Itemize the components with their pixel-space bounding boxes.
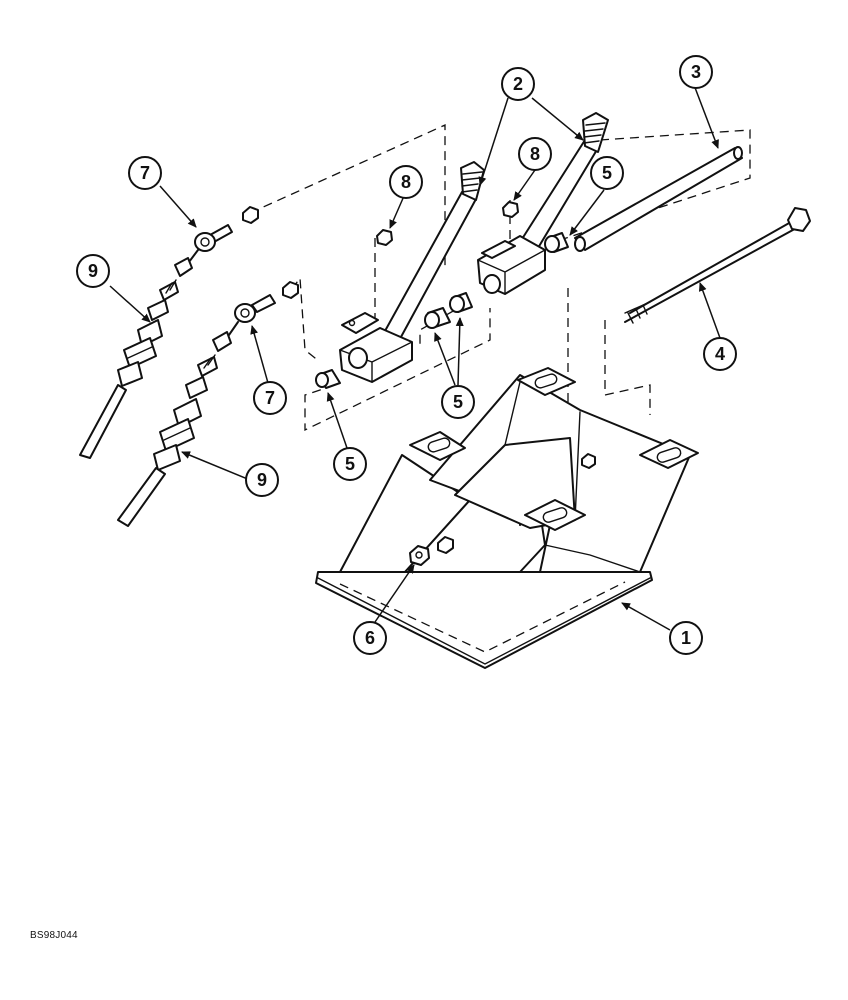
callout-7-lower: 7 [253,381,287,415]
callout-8-left: 8 [389,165,423,199]
callout-9-upper: 9 [76,254,110,288]
callout-1: 1 [669,621,703,655]
callout-label: 5 [602,163,612,183]
callout-5-center: 5 [441,385,475,419]
callout-2: 2 [501,67,535,101]
bushing [424,307,451,329]
nuts-8 [376,201,519,246]
cable-upper [79,206,259,459]
callout-label: 8 [401,172,411,192]
callout-label: 8 [530,144,540,164]
figure-code: BS98J044 [30,930,78,941]
callout-label: 3 [691,62,701,82]
callout-label: 1 [681,628,691,648]
cable-lower [117,281,299,527]
callout-6: 6 [353,621,387,655]
mounting-tab [517,367,576,396]
callout-label: 5 [453,392,463,412]
mounting-tab [639,439,699,469]
base-nut [581,453,596,469]
callout-4: 4 [703,337,737,371]
bushing [449,292,473,313]
callout-label: 2 [513,74,523,94]
callout-label: 4 [715,344,725,364]
callout-5-right: 5 [590,156,624,190]
bushings [315,232,569,389]
callout-9-lower: 9 [245,463,279,497]
callout-7-upper: 7 [128,156,162,190]
callout-label: 5 [345,454,355,474]
lever-left [339,161,485,383]
callout-label: 6 [365,628,375,648]
mounting-tab [524,499,586,531]
base-plate [315,367,699,669]
callout-label: 7 [140,163,150,183]
bushing [315,369,341,389]
callout-label: 9 [257,470,267,490]
nut-6 [409,536,454,566]
long-bolt [624,207,811,324]
mounting-tab [409,431,466,461]
callout-3: 3 [679,55,713,89]
lever-right [477,112,609,295]
callout-label: 7 [265,388,275,408]
callout-5-left: 5 [333,447,367,481]
shaft [574,146,743,252]
callout-label: 9 [88,261,98,281]
callout-8-right: 8 [518,137,552,171]
bushing [544,232,569,253]
leader-lines [109,84,721,631]
